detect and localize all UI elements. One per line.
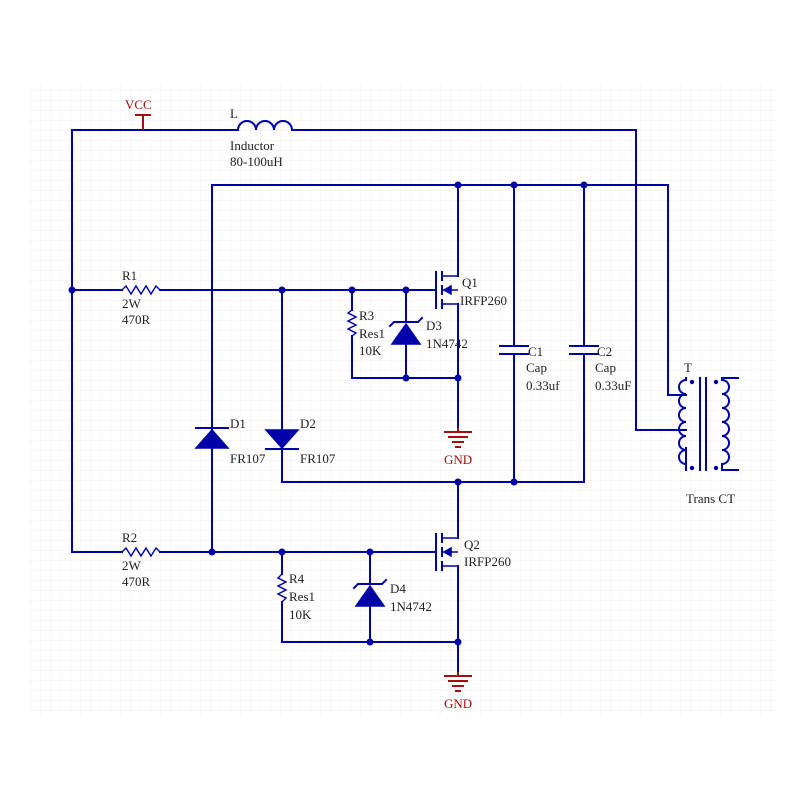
r4-ref-label: R4 [289, 571, 305, 586]
d2-part-label: FR107 [300, 451, 336, 466]
c2-name-label: Cap [595, 360, 616, 375]
mosfet-q1: Q1 IRFP260 [435, 271, 507, 309]
c2-value-label: 0.33uF [595, 378, 631, 393]
zener-diode-d3: D3 1N4742 [388, 316, 468, 351]
d1-part-label: FR107 [230, 451, 266, 466]
mosfet-q2: Q2 IRFP260 [435, 533, 511, 571]
gnd-bottom-label: GND [444, 696, 472, 711]
q1-ref-label: Q1 [462, 275, 478, 290]
d1-ref-label: D1 [230, 416, 246, 431]
inductor-name-label: Inductor [230, 138, 275, 153]
capacitor-c1: C1 Cap 0.33uf [499, 344, 560, 393]
c2-ref-label: C2 [597, 344, 612, 359]
diode-d2: D2 FR107 [264, 416, 336, 466]
transformer-name-label: Trans CT [686, 491, 735, 506]
d3-part-label: 1N4742 [426, 336, 468, 351]
grid-background [28, 85, 778, 715]
vcc-label: VCC [125, 97, 152, 112]
r3-name-label: Res1 [359, 326, 385, 341]
q2-ref-label: Q2 [464, 537, 480, 552]
q1-part-label: IRFP260 [460, 293, 507, 308]
r1-value-label: 470R [122, 312, 151, 327]
r3-ref-label: R3 [359, 308, 374, 323]
c1-value-label: 0.33uf [526, 378, 560, 393]
resistor-r1: R1 2W 470R [121, 268, 161, 327]
inductor-l: L Inductor 80-100uH [227, 106, 301, 169]
inductor-ref-label: L [230, 106, 238, 121]
transformer-ref-label: T [684, 360, 692, 375]
capacitor-c2: C2 Cap 0.33uF [569, 344, 631, 393]
gnd-top-label: GND [444, 452, 472, 467]
r2-ref-label: R2 [122, 530, 137, 545]
c1-ref-label: C1 [528, 344, 543, 359]
ground-symbol-bottom: GND [444, 672, 472, 711]
r1-power-label: 2W [122, 296, 142, 311]
d4-ref-label: D4 [390, 581, 406, 596]
vcc-power-symbol: VCC [125, 97, 152, 130]
resistor-r4: R4 Res1 10K [276, 571, 315, 622]
junction-dots [68, 181, 588, 646]
ground-symbol-top: GND [444, 428, 472, 467]
r2-value-label: 470R [122, 574, 151, 589]
d2-ref-label: D2 [300, 416, 316, 431]
diode-d1: D1 FR107 [194, 416, 266, 466]
zener-diode-d4: D4 1N4742 [352, 578, 432, 614]
r3-value-label: 10K [359, 343, 382, 358]
r1-ref-label: R1 [122, 268, 137, 283]
r4-value-label: 10K [289, 607, 312, 622]
r4-name-label: Res1 [289, 589, 315, 604]
resistor-r3: R3 Res1 10K [346, 308, 385, 358]
r2-power-label: 2W [122, 558, 142, 573]
d3-ref-label: D3 [426, 318, 442, 333]
transformer-t: T Trans CT [678, 360, 735, 506]
d4-part-label: 1N4742 [390, 599, 432, 614]
resistor-r2: R2 2W 470R [121, 530, 161, 589]
c1-name-label: Cap [526, 360, 547, 375]
inductor-value-label: 80-100uH [230, 154, 283, 169]
q2-part-label: IRFP260 [464, 554, 511, 569]
wires [71, 129, 739, 673]
